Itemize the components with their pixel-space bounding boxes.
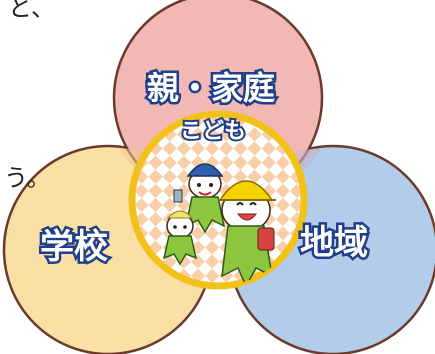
school-label: 学校 (38, 227, 111, 267)
text-fragment-top: と、 (8, 0, 56, 22)
children-label: こども (178, 119, 248, 145)
region-label: 地域 (298, 223, 371, 263)
mascot-character-yellow-hat (218, 180, 276, 286)
mascot-character-small (162, 210, 198, 266)
characters-group (162, 163, 276, 286)
text-fragment-middle: う。 (4, 164, 51, 192)
parents-home-label: 親・家庭 (144, 69, 277, 107)
